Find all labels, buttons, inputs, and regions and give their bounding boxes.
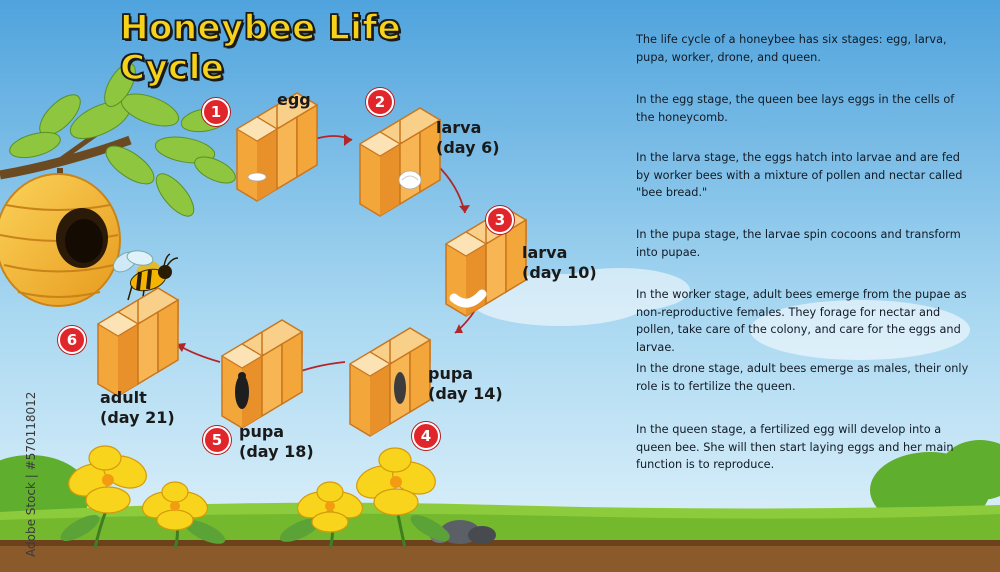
stage-2-day: (day 6) — [436, 138, 500, 157]
stage-2-name: larva — [436, 118, 482, 137]
stage-6-day: (day 21) — [100, 408, 175, 427]
stage-1-badge: 1 — [202, 98, 230, 126]
stage-4-badge: 4 — [412, 422, 440, 450]
stage-6-label: adult (day 21) — [100, 388, 175, 428]
stage-4-name: pupa — [428, 364, 474, 383]
stage-1-label: egg — [277, 90, 311, 110]
stage-2-label: larva (day 6) — [436, 118, 500, 158]
description-paragraph-7: In the queen stage, a fertilized egg wil… — [636, 423, 954, 471]
stage-5-day: (day 18) — [239, 442, 314, 461]
description-paragraph-4: In the pupa stage, the larvae spin cocoo… — [636, 228, 961, 259]
stage-3-day: (day 10) — [522, 263, 597, 282]
stage-4-label: pupa (day 14) — [428, 364, 503, 404]
description-paragraph-1: The life cycle of a honeybee has six sta… — [636, 33, 947, 64]
stock-watermark: Adobe Stock | #570118012 — [4, 342, 38, 557]
description-paragraph-3: In the larva stage, the eggs hatch into … — [636, 151, 963, 199]
description-paragraph-6: In the drone stage, adult bees emerge as… — [636, 362, 969, 393]
stage-6-badge: 6 — [58, 326, 86, 354]
stage-5-badge: 5 — [203, 426, 231, 454]
page-title: Honeybee Life Cycle — [119, 7, 402, 89]
stock-watermark-text: Adobe Stock | #570118012 — [24, 391, 38, 557]
stage-3-badge: 3 — [486, 206, 514, 234]
stage-1-name: egg — [277, 90, 311, 109]
stage-3-label: larva (day 10) — [522, 243, 597, 283]
description-paragraph-2: In the egg stage, the queen bee lays egg… — [636, 93, 955, 124]
stage-3-name: larva — [522, 243, 568, 262]
stage-5-label: pupa (day 18) — [239, 422, 314, 462]
stage-5-name: pupa — [239, 422, 285, 441]
stage-2-badge: 2 — [366, 88, 394, 116]
stage-4-day: (day 14) — [428, 384, 503, 403]
description-paragraph-5: In the worker stage, adult bees emerge f… — [636, 288, 967, 354]
stage-6-name: adult — [100, 388, 147, 407]
